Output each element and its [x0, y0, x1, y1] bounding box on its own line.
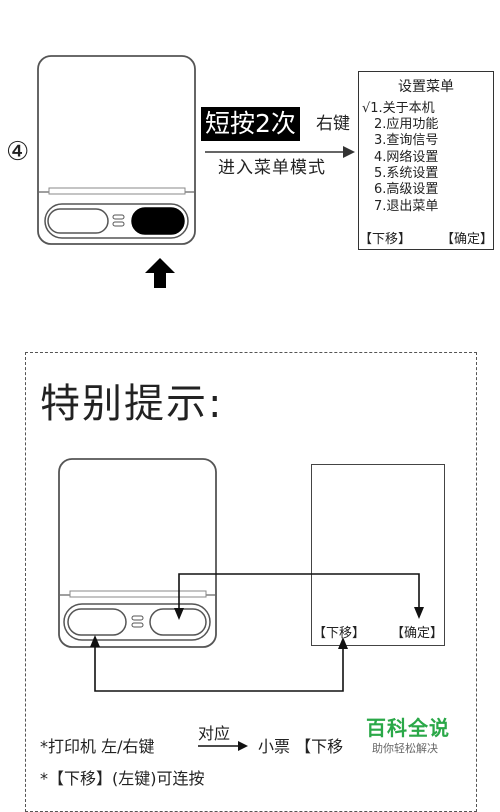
menu-item: 7.退出菜单 — [374, 199, 439, 214]
menu-item: √1.关于本机 — [362, 101, 435, 116]
right-arrow-icon — [205, 146, 355, 158]
watermark-title: 百科全说 — [366, 716, 450, 740]
menu-footer: 【下移】 【确定】 — [359, 228, 493, 247]
right-key-label: 右键 — [316, 114, 350, 134]
note-ticket: 小票 【下移 — [258, 737, 344, 756]
printer-icon — [58, 458, 217, 648]
menu-item: 3.查询信号 — [374, 133, 439, 148]
connector-lines — [90, 573, 424, 751]
press-twice-label: 短按2次 — [201, 107, 300, 141]
note-repeat: *【下移】(左键)可连按 — [40, 769, 205, 788]
menu-footer-down: 【下移】 — [359, 232, 412, 247]
tip-title: 特别提示: — [40, 381, 224, 427]
menu-item: 5.系统设置 — [374, 166, 439, 181]
receipt-preview — [311, 464, 445, 646]
menu-title: 设置菜单 — [398, 79, 454, 95]
menu-item: 2.应用功能 — [374, 117, 439, 132]
menu-item: 6.高级设置 — [374, 182, 439, 197]
up-arrow-icon — [145, 258, 175, 288]
enter-menu-label: 进入菜单模式 — [218, 158, 326, 178]
printer-icon — [37, 55, 196, 245]
watermark-subtitle: 助你轻松解决 — [372, 742, 438, 755]
note-keys: *打印机 左/右键 — [40, 737, 155, 756]
settings-menu: 设置菜单 √1.关于本机 2.应用功能 3.查询信号 4.网络设置 5.系统设置… — [358, 71, 494, 250]
correspond-label: 对应 — [198, 724, 231, 743]
receipt-footer-confirm: 【确定】 — [390, 626, 443, 641]
step-number: ④ — [6, 137, 30, 167]
watermark-bg — [352, 712, 472, 764]
menu-footer-confirm: 【确定】 — [440, 232, 493, 247]
receipt-footer: 【下移】 【确定】 — [313, 622, 443, 641]
menu-item: 4.网络设置 — [374, 150, 439, 165]
receipt-footer-down: 【下移】 — [313, 626, 366, 641]
